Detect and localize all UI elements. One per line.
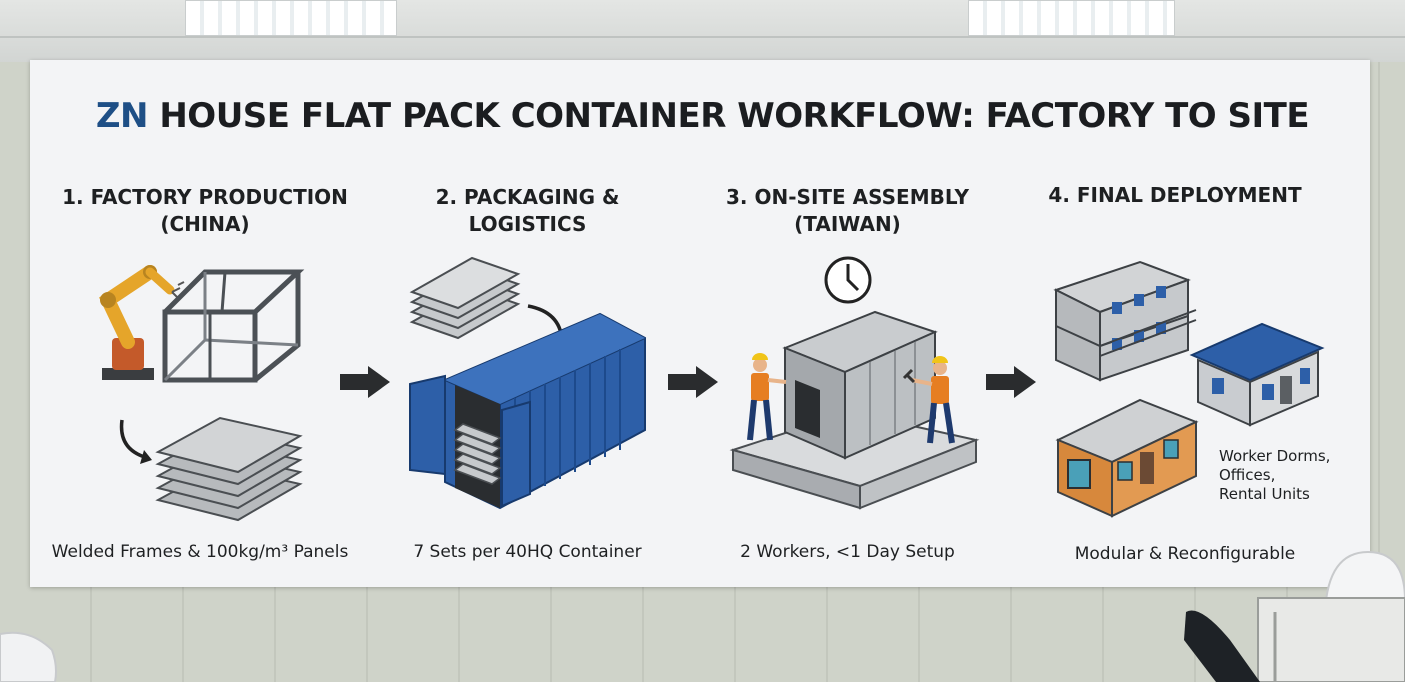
deployment-note: Worker Dorms, Offices, Rental Units: [1219, 447, 1331, 503]
ceiling: [0, 0, 1405, 62]
brand-name: ZN: [95, 96, 149, 136]
robot-arm-icon: [99, 265, 185, 380]
title-text: HOUSE FLAT PACK CONTAINER WORKFLOW: FACT…: [159, 96, 1310, 136]
step-1-caption: Welded Frames & 100kg/m³ Panels: [51, 542, 349, 562]
house-icon: [1189, 322, 1325, 427]
cabin-module-icon: [782, 310, 938, 460]
office-desk-icon: [1257, 597, 1405, 682]
shipping-container-icon: [409, 312, 646, 510]
panel-stack-icon: [155, 416, 303, 522]
step-1-heading: 1. FACTORY PRODUCTION (CHINA): [62, 185, 348, 236]
steel-frame-icon: [162, 269, 305, 383]
step-2-heading: 2. PACKAGING & LOGISTICS: [435, 185, 620, 236]
hard-hat-icon: [0, 631, 57, 682]
office-chair-icon: [1184, 610, 1260, 682]
step-4-heading: 4. FINAL DEPLOYMENT: [1048, 183, 1302, 207]
worker-icon: [902, 356, 955, 444]
arrow-right-icon: [340, 366, 1036, 398]
step-4-caption: Modular & Reconfigurable: [1074, 544, 1296, 564]
ceiling-light-right: [968, 0, 1175, 36]
ceiling-grid: [0, 36, 1405, 38]
step-3-caption: 2 Workers, <1 Day Setup: [740, 542, 955, 562]
panel-stack-icon: [409, 256, 521, 340]
step-3-heading: 3. ON-SITE ASSEMBLY (TAIWAN): [726, 185, 969, 236]
clock-icon: [824, 256, 872, 304]
banner-title: ZN HOUSE FLAT PACK CONTAINER WORKFLOW: F…: [0, 96, 1405, 136]
step-2-caption: 7 Sets per 40HQ Container: [413, 542, 642, 562]
worker-icon: [747, 353, 787, 441]
cabin-icon: [1055, 398, 1199, 518]
ceiling-light-left: [185, 0, 397, 36]
dormitory-building-icon: [1053, 260, 1197, 382]
